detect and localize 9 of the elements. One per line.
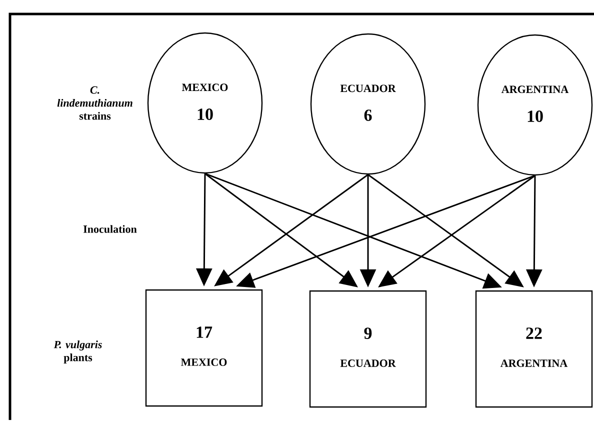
square-box: 22 ARGENTINA (475, 290, 593, 408)
square-box: 17 MEXICO (145, 289, 263, 407)
ellipse-node: ECUADOR 6 (310, 33, 426, 175)
square-box: 9 ECUADOR (309, 290, 427, 408)
side-label: Inoculation (83, 225, 137, 233)
side-label: P. vulgaris plants (54, 340, 102, 364)
ellipse-node: MEXICO 10 (147, 32, 263, 174)
side-label: C. lindemuthianum strains (57, 86, 132, 120)
ellipse-node: ARGENTINA 10 (477, 34, 593, 176)
